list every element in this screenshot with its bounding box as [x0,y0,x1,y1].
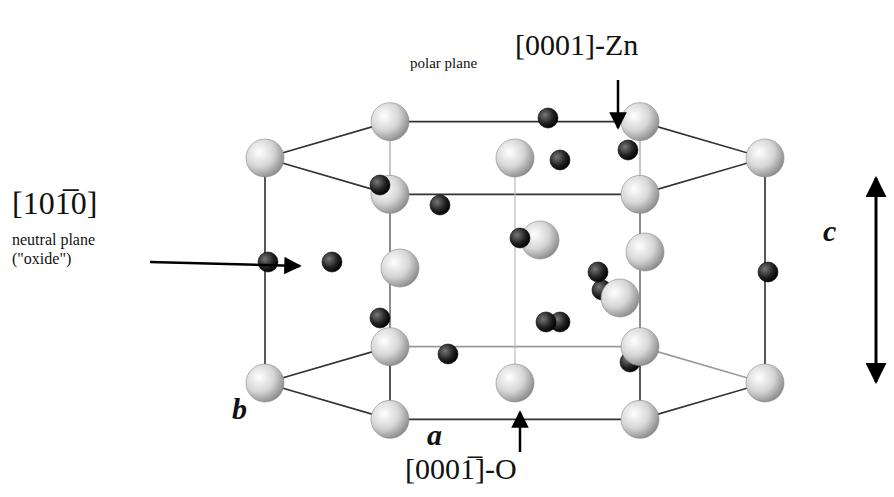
cell-edge [265,383,390,419]
cell-edge [265,122,390,158]
large-atom [381,249,419,287]
large-atom [746,139,784,177]
large-atom [246,364,284,402]
small-atom [258,252,278,272]
large-atom [621,328,659,366]
large-atom [601,279,639,317]
large-atom [371,400,409,438]
cell-edge [640,122,765,158]
axis-label: b [232,392,247,426]
arrow [519,412,522,452]
double-arrow [875,178,878,382]
small-atom [538,108,558,128]
arrow [150,262,300,266]
small-atom [430,195,450,215]
large-atom [621,103,659,141]
large-atom [371,328,409,366]
small-atom [370,308,390,328]
axis-label: a [427,418,442,452]
large-atom [746,364,784,402]
small-atom [322,252,342,272]
cell-edge [389,122,390,347]
small-atom [438,344,458,364]
small-atom [758,262,778,282]
direction-label: [101̅0] [12,185,97,222]
small-atom [618,140,638,160]
large-atom [496,364,534,402]
small-atom [536,312,556,332]
cell-edge [640,347,765,383]
large-atom [371,175,409,213]
cell-edge [265,158,390,194]
cell-edge [390,121,640,123]
plane-label: neutral plane ("oxide") [12,230,112,268]
arrow [617,80,620,128]
small-atom [370,175,390,195]
cell-edge [640,383,765,419]
axis-label: c [823,214,836,248]
large-atom [371,103,409,141]
small-atom [510,228,530,248]
large-atom [496,139,534,177]
direction-label: [0001]-Zn [515,28,638,62]
large-atom [246,139,284,177]
large-atom [621,175,659,213]
large-atom [621,400,659,438]
small-atom [550,150,570,170]
plane-label: polar plane [410,55,477,72]
direction-label: [0001̅]-O [405,452,517,486]
large-atom [626,233,664,271]
cell-edge [514,158,515,383]
cell-edge [265,347,390,383]
small-atom [588,262,608,282]
cell-edge [640,158,765,194]
